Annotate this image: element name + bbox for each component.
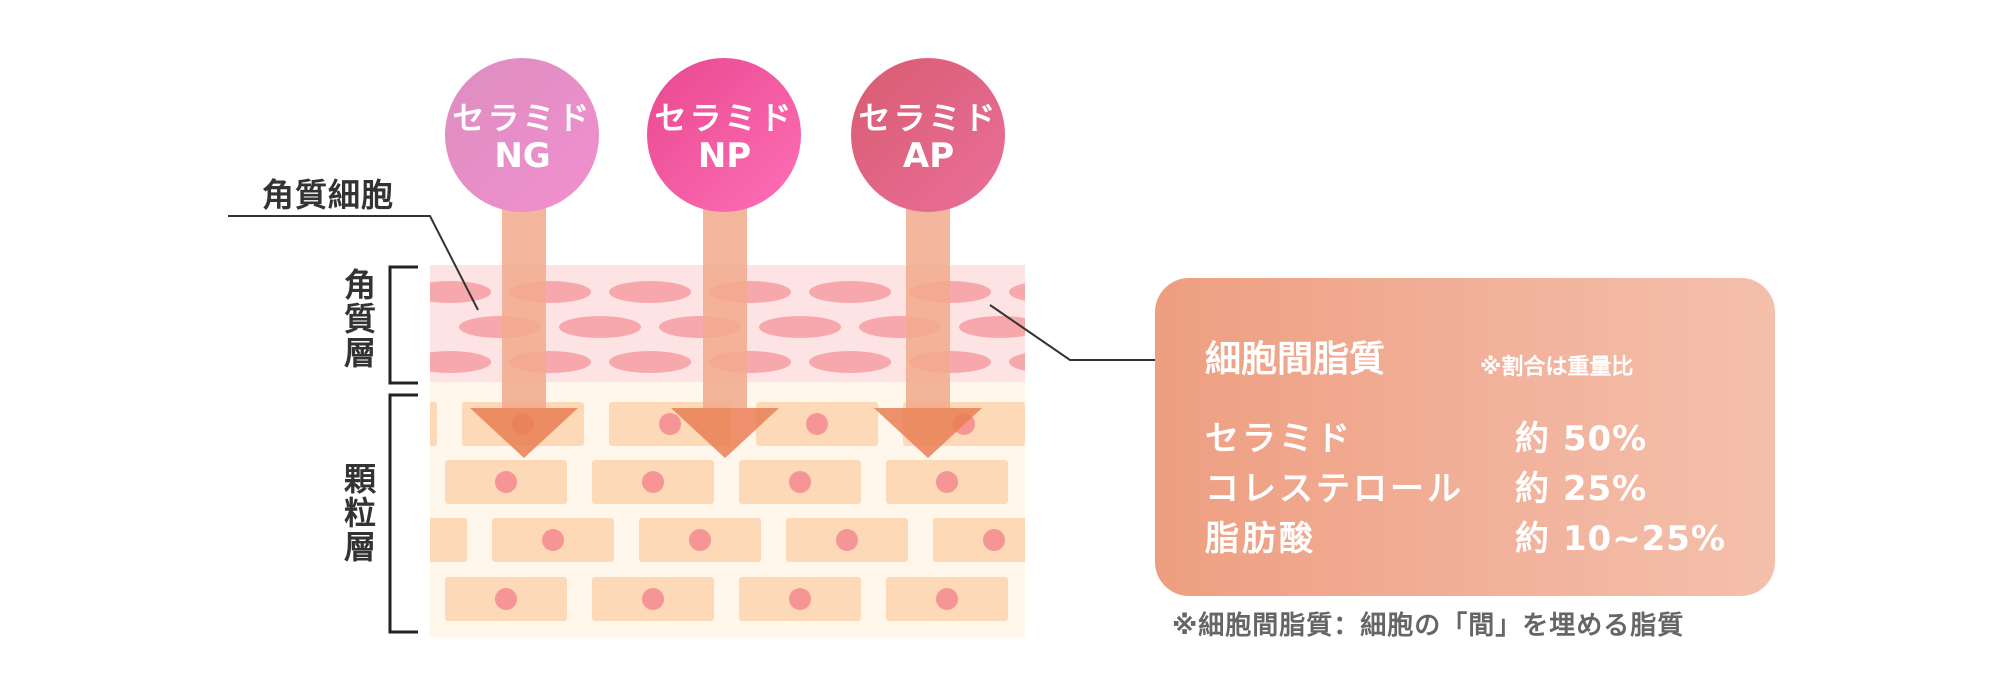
corneum-cell: [809, 351, 891, 373]
corneum-cell: [430, 351, 491, 373]
cell-nucleus: [789, 588, 811, 610]
ceramide-np-line2: NP: [697, 135, 752, 176]
footnote: ※細胞間脂質：細胞の「間」を埋める脂質: [1172, 611, 1685, 641]
stratum-corneum-label: 角質層: [339, 268, 377, 370]
cell-nucleus: [1083, 588, 1105, 610]
corneum-cell: [609, 281, 691, 303]
ceramide-ng-label: セラミド NG: [445, 100, 600, 176]
cell-nucleus: [495, 588, 517, 610]
corneum-cell: [1009, 283, 1025, 301]
cell-nucleus: [495, 471, 517, 493]
cell-nucleus: [642, 471, 664, 493]
granular-cell: [1050, 402, 1172, 446]
cell-nucleus: [642, 588, 664, 610]
ceramide-ap-circle: [851, 58, 1005, 212]
ceramide-ap-line1: セラミド: [858, 99, 999, 137]
ceramide-ap-line2: AP: [902, 135, 955, 176]
corneum-cell: [430, 281, 491, 303]
cell-nucleus: [836, 529, 858, 551]
keratinocyte-leader-line: [228, 215, 479, 311]
keratinocyte-label: 角質細胞: [262, 176, 395, 214]
corneum-cell: [1059, 316, 1141, 338]
cell-nucleus: [983, 529, 1005, 551]
granular-layer-bracket: [388, 393, 418, 634]
cell-nucleus: [1100, 413, 1122, 435]
panel-note: ※割合は重量比: [1480, 355, 1634, 380]
cell-nucleus: [1083, 471, 1105, 493]
cell-nucleus: [806, 413, 828, 435]
arrow-ng: [470, 208, 578, 458]
ceramide-np-line1: セラミド: [654, 99, 795, 137]
cell-nucleus: [936, 588, 958, 610]
granular-cell: [933, 518, 1025, 562]
cell-nucleus: [689, 529, 711, 551]
cell-nucleus: [542, 529, 564, 551]
ceramide-np-label: セラミド NP: [647, 100, 802, 176]
lipid-row-ceramide: セラミド 約 50%: [1205, 411, 1745, 459]
granular-cell: [1033, 577, 1155, 621]
granular-layer-label: 顆粒層: [339, 462, 377, 564]
panel-title: 細胞間脂質: [1205, 339, 1386, 380]
ceramide-ng-line2: NG: [494, 135, 551, 176]
corneum-cell: [1009, 353, 1025, 371]
lipid-row-value: 約 50%: [1515, 419, 1648, 459]
granular-cell: [1033, 460, 1155, 504]
lipid-leader-line: [989, 304, 1160, 361]
intercellular-lipid-panel: 細胞間脂質 ※割合は重量比 セラミド 約 50% コレステロール 約 25% 脂…: [1155, 278, 1775, 596]
lipid-row-name: 脂肪酸: [1205, 519, 1316, 559]
granular-cell: [430, 518, 467, 562]
lipid-row-cholesterol: コレステロール 約 25%: [1205, 461, 1745, 509]
cell-nucleus: [659, 413, 681, 435]
corneum-cell: [959, 316, 1025, 338]
corneum-cell: [609, 351, 691, 373]
ceramide-np-circle: [647, 58, 801, 212]
lipid-row-value: 約 25%: [1515, 469, 1648, 509]
ceramide-ng-circle: [445, 58, 599, 212]
lipid-row-name: セラミド: [1205, 419, 1353, 459]
cell-nucleus: [365, 413, 387, 435]
arrow-np: [671, 208, 779, 458]
cell-nucleus: [936, 471, 958, 493]
lipid-row-fatty-acid: 脂肪酸 約 10~25%: [1205, 511, 1745, 559]
granular-cell: [430, 402, 437, 446]
corneum-cell: [809, 281, 891, 303]
arrow-ap: [874, 208, 982, 458]
cell-nucleus: [395, 529, 417, 551]
ceramide-ap-label: セラミド AP: [851, 100, 1006, 176]
corneum-cell: [759, 316, 841, 338]
lipid-row-name: コレステロール: [1205, 469, 1464, 509]
lipid-row-value: 約 10~25%: [1515, 519, 1727, 559]
corneum-cell: [559, 316, 641, 338]
stratum-corneum-bracket: [388, 265, 418, 385]
ceramide-ng-line1: セラミド: [452, 99, 593, 137]
cell-nucleus: [789, 471, 811, 493]
